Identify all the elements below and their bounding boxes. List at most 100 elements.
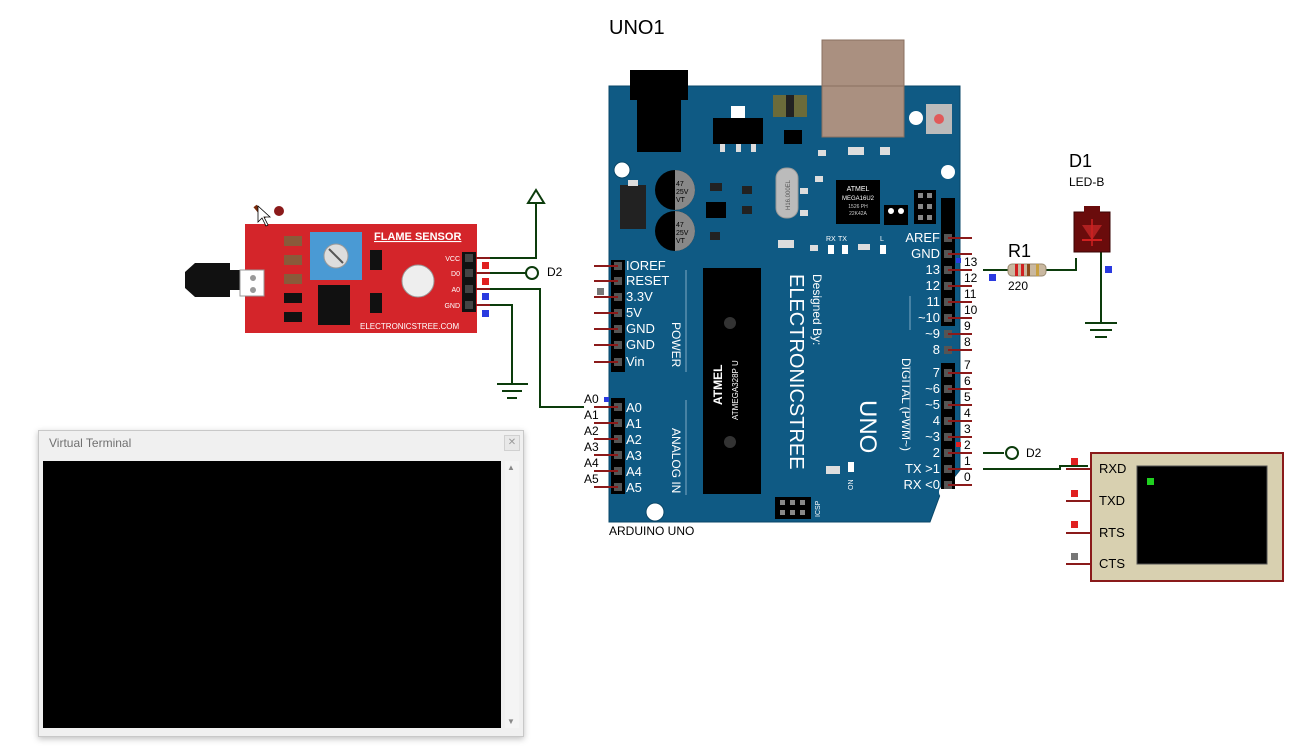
scroll-up-icon[interactable]: ▲ <box>507 463 515 472</box>
usb-chip <box>836 180 880 224</box>
sensor-pin-vcc[interactable] <box>465 254 473 262</box>
flame-sensor-module[interactable]: FLAME SENSOR ELECTRONICSTREE.COM VCCD0A0… <box>185 204 490 333</box>
virtual-terminal-title: Virtual Terminal <box>49 436 132 450</box>
sensor-pin-label-vcc: VCC <box>445 256 460 263</box>
regulator-tab <box>731 106 745 118</box>
analog-outer-label-1: A1 <box>584 408 599 422</box>
serial-terminal-component[interactable] <box>1066 452 1284 582</box>
analog-header <box>611 398 625 494</box>
close-icon[interactable]: ✕ <box>504 435 520 451</box>
svg-text:ANALOG IN: ANALOG IN <box>669 428 683 493</box>
led-type-label: LED-B <box>1069 175 1105 189</box>
digital-header-bottom <box>941 363 955 489</box>
digital-outer-label-10: 3 <box>964 422 971 436</box>
net-label-d2-sensor-text: D2 <box>547 265 563 279</box>
svg-text:ATMEL: ATMEL <box>711 365 725 405</box>
sensor-pin-label-d0: D0 <box>451 271 460 278</box>
serial-pin-rxd: RXD <box>1099 461 1127 476</box>
dc-jack-body <box>637 100 681 152</box>
resistor-value-label: 220 <box>1008 279 1029 293</box>
sensor-pin-gnd[interactable] <box>465 301 473 309</box>
analog-pin-label-1: A1 <box>626 416 642 431</box>
arduino-board[interactable]: 47 25V VT 47 25V VT H16.000EL ATMEL MEGA… <box>594 39 972 523</box>
sensor-website: ELECTRONICSTREE.COM <box>360 322 459 331</box>
mount-hole-sensor <box>401 264 435 298</box>
serial-pin-txd: TXD <box>1099 493 1125 508</box>
svg-text:25V: 25V <box>676 230 689 237</box>
terminal-output-area[interactable] <box>43 461 501 728</box>
analog-pin-label-4: A4 <box>626 464 642 479</box>
top-pin-label-0: AREF <box>905 230 940 245</box>
wires <box>490 188 1117 470</box>
comparator-chip <box>318 285 350 325</box>
svg-text:L: L <box>880 236 884 243</box>
digital-pin-label-10: ~3 <box>925 429 940 444</box>
analog-outer-label-5: A5 <box>584 472 599 486</box>
digital-pin-label-2: 11 <box>926 294 941 309</box>
terminal-scrollbar[interactable]: ▲ ▼ <box>505 461 519 728</box>
sensor-pin-a0[interactable] <box>465 285 473 293</box>
resistor-r1[interactable] <box>1007 263 1047 277</box>
svg-text:VT: VT <box>676 238 686 245</box>
pin-state-markers <box>482 258 1112 447</box>
digital-pin-label-1: 12 <box>925 278 940 293</box>
virtual-terminal-window[interactable]: Virtual Terminal ✕ ▲ ▼ <box>38 430 524 737</box>
power-pin-label-1: RESET <box>626 273 670 288</box>
digital-pin-label-13: RX <0 <box>903 477 941 492</box>
pin-layer <box>594 234 972 491</box>
svg-text:ATMEL: ATMEL <box>847 186 870 193</box>
sensor-pin-label-a0: A0 <box>451 287 460 294</box>
led-d1[interactable] <box>1073 206 1111 253</box>
digital-outer-label-2: 11 <box>964 287 977 301</box>
svg-text:VT: VT <box>676 197 686 204</box>
digital-pin-label-0: 13 <box>925 262 940 277</box>
digital-outer-label-0: 13 <box>964 255 978 269</box>
svg-text:1526 PH: 1526 PH <box>848 204 868 210</box>
svg-text:UNO: UNO <box>854 400 881 453</box>
power-pin-label-6: Vin <box>626 354 645 369</box>
digital-pin-label-6: 7 <box>932 365 940 380</box>
digital-outer-label-13: 0 <box>964 470 971 484</box>
svg-text:ON: ON <box>848 480 855 491</box>
digital-pin-label-12: TX >1 <box>904 461 940 476</box>
reset-button-cap[interactable] <box>934 114 944 124</box>
power-pin-label-0: IOREF <box>626 258 666 273</box>
analog-pin-label-5: A5 <box>626 480 642 495</box>
digital-outer-label-8: 5 <box>964 390 971 404</box>
svg-text:RX: RX <box>826 236 836 243</box>
resistor-ref-label: R1 <box>1008 241 1032 261</box>
digital-pin-label-7: ~6 <box>925 381 940 396</box>
analog-pin-label-0: A0 <box>626 400 642 415</box>
power-pin-label-5: GND <box>626 337 655 352</box>
digital-outer-label-6: 7 <box>964 358 971 372</box>
sensor-pin-d0[interactable] <box>465 269 473 277</box>
digital-pin-label-11: 2 <box>932 445 940 460</box>
ir-receiver-led <box>185 263 230 297</box>
scroll-down-icon[interactable]: ▼ <box>507 717 515 726</box>
svg-text:H16.000EL: H16.000EL <box>786 179 792 210</box>
board-name-label: ARDUINO UNO <box>609 524 695 538</box>
analog-outer-label-0: A0 <box>584 392 599 406</box>
digital-outer-label-3: 10 <box>964 303 978 317</box>
digital-outer-label-5: 8 <box>964 335 971 349</box>
usb-connector-lower <box>821 85 905 138</box>
led-ref-label: D1 <box>1069 151 1093 171</box>
analog-pin-label-2: A2 <box>626 432 642 447</box>
net-label-d2-board[interactable] <box>1005 446 1019 460</box>
digital-outer-label-4: 9 <box>964 319 971 333</box>
svg-text:POWER: POWER <box>669 322 683 368</box>
diode <box>620 185 646 229</box>
svg-text:47: 47 <box>676 181 684 188</box>
svg-text:ELECTRONICSTREE: ELECTRONICSTREE <box>785 274 807 470</box>
svg-text:ATMEGA328P U: ATMEGA328P U <box>731 360 740 420</box>
net-label-d2-sensor[interactable] <box>525 266 539 280</box>
digital-outer-label-1: 12 <box>964 271 978 285</box>
analog-outer-label-4: A4 <box>584 456 599 470</box>
serial-pin-cts: CTS <box>1099 556 1125 571</box>
analog-pin-label-3: A3 <box>626 448 642 463</box>
digital-outer-label-7: 6 <box>964 374 971 388</box>
sensor-pin-label-gnd: GND <box>444 303 460 310</box>
svg-text:Designed By:: Designed By: <box>810 274 824 345</box>
dc-jack-top <box>630 70 688 100</box>
